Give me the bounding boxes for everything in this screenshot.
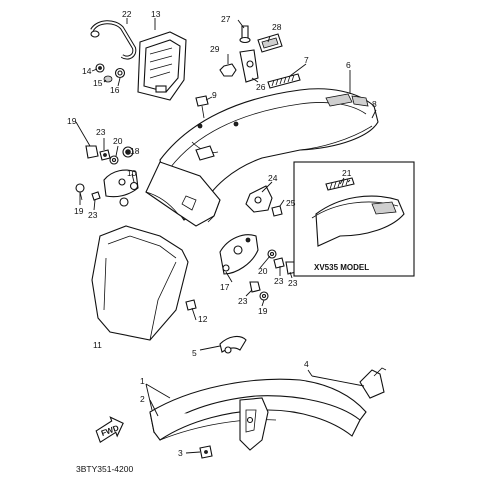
fastener-16 (114, 67, 126, 79)
fwd-arrow: FWD (95, 416, 124, 444)
nut-23a (99, 149, 111, 161)
bolt-9 (195, 95, 209, 119)
callout-19a: 19 (67, 116, 77, 126)
emblem-7 (267, 73, 301, 89)
base-plate-17 (219, 234, 259, 275)
callout-15: 15 (93, 78, 103, 88)
callout-16: 16 (110, 85, 120, 95)
inner-fender-11 (91, 225, 189, 341)
washer-bottom (259, 291, 269, 301)
rear-fender (145, 88, 379, 227)
callout-12: 12 (198, 314, 208, 324)
reflector-28 (257, 33, 283, 53)
tail-lamp-part (137, 31, 187, 101)
callout-18: 18 (130, 146, 140, 156)
callout-23b: 23 (88, 210, 98, 220)
callout-25: 25 (286, 198, 296, 208)
callout-labels: 22 13 14 15 16 27 28 29 26 7 6 8 9 19 23… (67, 9, 377, 474)
clip-bottom-left (119, 197, 129, 207)
callout-28: 28 (272, 22, 282, 32)
callout-9: 9 (212, 90, 217, 100)
fastener-14 (95, 63, 105, 73)
callout-26: 26 (256, 82, 266, 92)
callout-27: 27 (221, 14, 231, 24)
callout-23a: 23 (96, 127, 106, 137)
nut-23d (249, 281, 261, 293)
bracket-26 (239, 49, 259, 83)
callout-23d: 23 (288, 278, 298, 288)
callout-24: 24 (268, 173, 278, 183)
callout-5: 5 (192, 348, 197, 358)
callout-21: 21 (342, 168, 352, 178)
bolt-25 (271, 205, 283, 217)
callout-3: 3 (178, 448, 183, 458)
wire-loop-part (90, 20, 137, 60)
callout-23c: 23 (274, 276, 284, 286)
callout-19c: 19 (258, 306, 268, 316)
front-fender (149, 367, 387, 451)
diagram-code: 3BTY351-4200 (76, 464, 133, 474)
callout-11: 11 (93, 340, 102, 350)
inset-label: XV535 MODEL (314, 263, 369, 272)
callout-29: 29 (210, 44, 220, 54)
callout-2: 2 (140, 394, 145, 404)
nut-29 (219, 63, 237, 77)
callout-22: 22 (122, 9, 132, 19)
callout-7: 7 (304, 55, 309, 65)
callout-8: 8 (372, 99, 377, 109)
washer-20a (109, 155, 119, 165)
callout-4: 4 (304, 359, 309, 369)
callout-20a: 20 (113, 136, 123, 146)
screw-12 (185, 299, 197, 311)
callout-6: 6 (346, 60, 351, 70)
clamp-5 (219, 335, 247, 354)
leader-lines (75, 18, 377, 454)
callout-23e: 23 (238, 296, 248, 306)
callout-1: 1 (140, 376, 145, 386)
callout-19b: 19 (74, 206, 84, 216)
callout-10: 10 (127, 168, 137, 178)
callout-13: 13 (151, 9, 161, 19)
inset-box (293, 161, 415, 277)
screw-27 (239, 25, 251, 44)
nut-23b (91, 191, 101, 201)
bolt-19a (85, 145, 99, 159)
callout-20b: 20 (258, 266, 268, 276)
bracket-left (103, 169, 139, 198)
nut-23c (273, 257, 285, 269)
bracket-24 (245, 185, 273, 213)
fastener-10 (129, 181, 139, 191)
callout-14: 14 (82, 66, 92, 76)
callout-17: 17 (220, 282, 230, 292)
bolt-3 (199, 445, 213, 459)
